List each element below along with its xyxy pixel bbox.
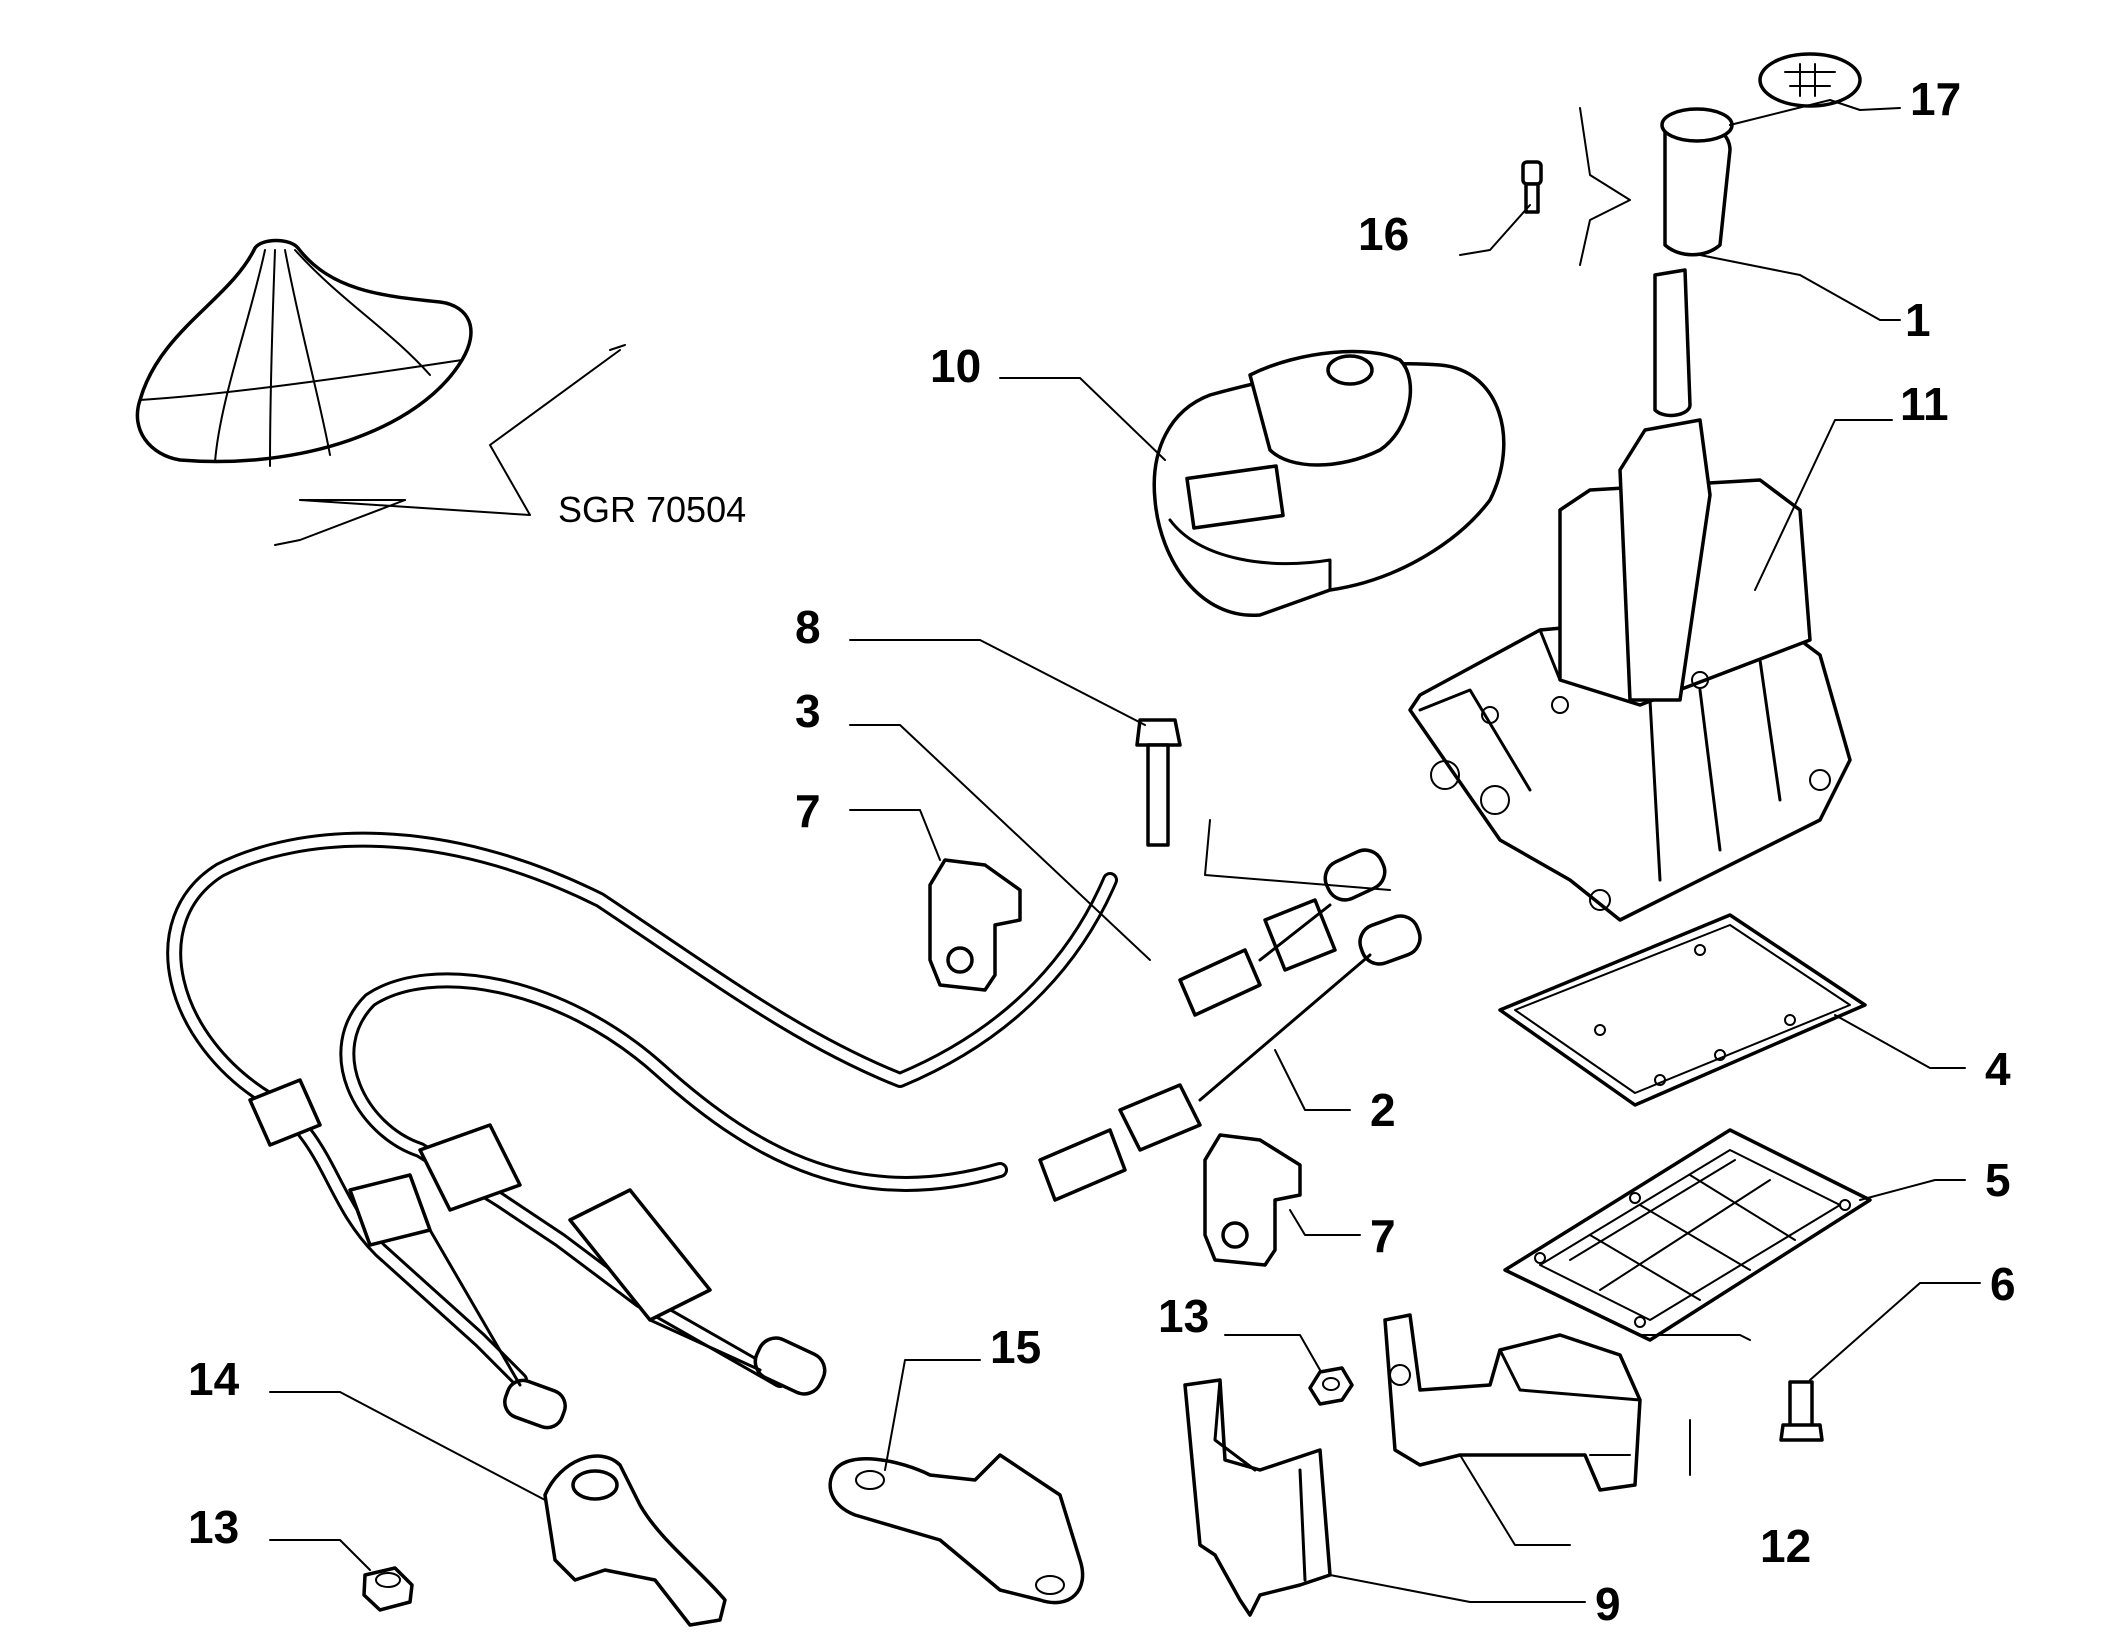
callout-16: 16 (1358, 208, 1409, 260)
nut-upper (1308, 1366, 1354, 1406)
callout-7-lower: 7 (1370, 1210, 1396, 1262)
callout-15: 15 (990, 1321, 1041, 1373)
callout-2: 2 (1370, 1084, 1396, 1136)
callout-6: 6 (1990, 1258, 2016, 1310)
knob-bracket-line (1579, 107, 1631, 266)
reference-code: SGR 70504 (558, 489, 746, 530)
callout-12: 12 (1760, 1520, 1811, 1572)
callout-14: 14 (188, 1353, 240, 1405)
callout-9: 9 (1595, 1578, 1621, 1630)
mounting-plate (828, 1453, 1085, 1605)
leader-lines (269, 99, 1981, 1603)
nut-lower (362, 1566, 414, 1612)
long-bolt (1135, 718, 1182, 847)
callout-8: 8 (795, 601, 821, 653)
bracket (1383, 1313, 1642, 1492)
callout-11: 11 (1900, 378, 1949, 430)
lever-bracket (543, 1454, 727, 1627)
shift-pattern-disc (1758, 52, 1862, 108)
callout-17: 17 (1910, 73, 1961, 125)
callout-10: 10 (930, 340, 981, 392)
clip-upper (928, 858, 1022, 992)
gear-boot (135, 238, 626, 546)
callout-13-lower: 13 (188, 1501, 239, 1553)
callout-numbers: 1 2 3 4 5 6 7 7 8 9 10 11 12 13 13 14 15… (188, 73, 2016, 1630)
callout-7-upper: 7 (795, 785, 821, 837)
gear-knob (1660, 107, 1734, 257)
gasket (1498, 913, 1867, 1107)
cable-support (1183, 1378, 1332, 1617)
callout-3: 3 (795, 685, 821, 737)
bolt (1779, 1380, 1824, 1442)
small-screw (1521, 160, 1543, 214)
callout-4: 4 (1985, 1043, 2011, 1095)
callout-5: 5 (1985, 1154, 2011, 1206)
shift-mechanism (1408, 268, 1852, 922)
gear-cables (166, 831, 1422, 1430)
callout-1: 1 (1905, 294, 1931, 346)
base-plate (1503, 1128, 1872, 1342)
lever-cover (1152, 349, 1506, 617)
clip-lower (1203, 1133, 1302, 1267)
callout-13-upper: 13 (1158, 1290, 1209, 1342)
